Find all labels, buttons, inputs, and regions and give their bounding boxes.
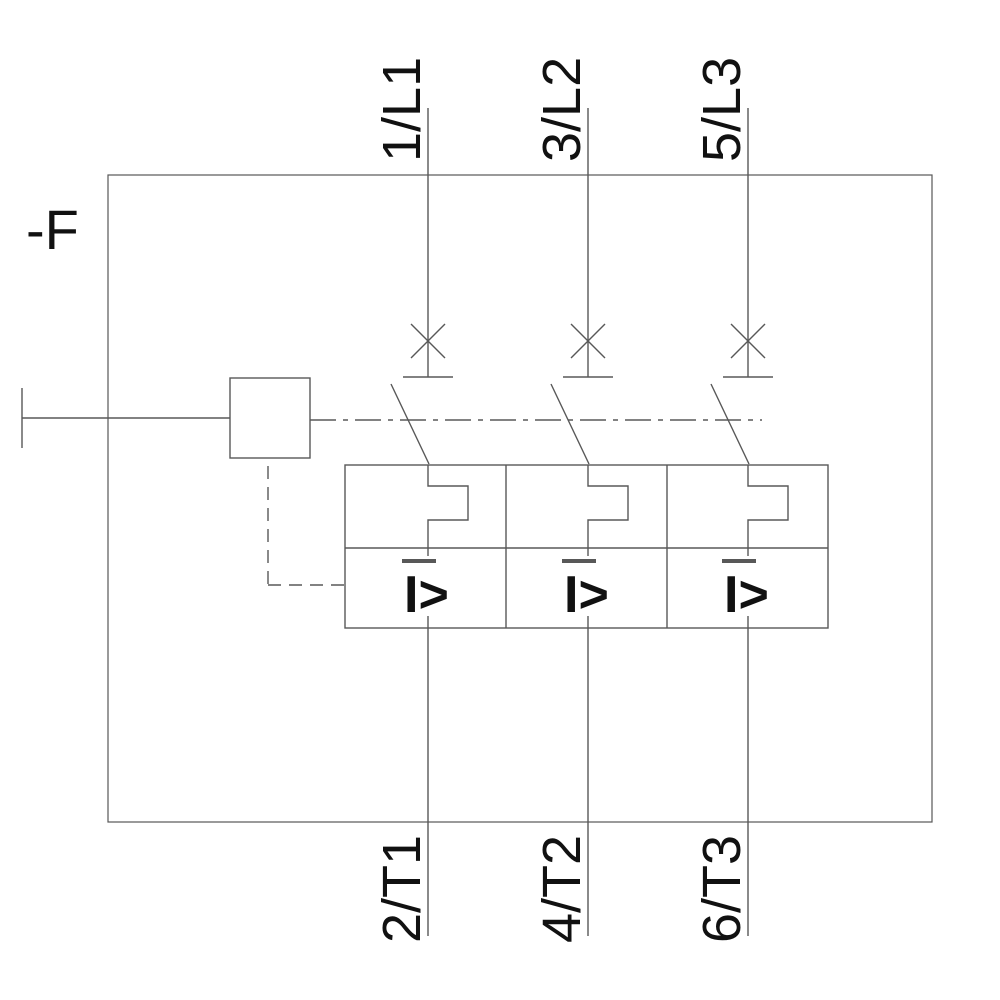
pole-1-thermal-overload-symbol — [427, 465, 469, 548]
pole-3-bottom-terminal-label: 6/T3 — [692, 835, 752, 943]
pole-2-bottom-terminal-label: 4/T2 — [532, 835, 592, 943]
pole-3-breaker-cross-icon-b — [730, 323, 766, 359]
pole-3-switch-blade — [710, 383, 750, 465]
pole-2-switch-blade — [550, 383, 590, 465]
device-enclosure-outline — [107, 174, 933, 823]
pole-3-top-terminal-label: 5/L3 — [692, 57, 752, 162]
pole-3-thermal-overload-symbol — [747, 465, 789, 548]
pole-3: I> 5/L3 6/T3 — [692, 57, 789, 943]
pole-1-switch-blade — [390, 383, 430, 465]
pole-1-bottom-terminal-label: 2/T1 — [372, 835, 432, 943]
pole-3-magnetic-trip-label: I> — [724, 566, 769, 624]
pole-2-top-terminal-label: 3/L2 — [532, 57, 592, 162]
pole-2-magnetic-trip-label: I> — [564, 566, 609, 624]
pole-1-magnetic-trip-label: I> — [404, 566, 449, 624]
pole-1: I> 1/L1 2/T1 — [372, 57, 469, 943]
pole-1-breaker-cross-icon-b — [410, 323, 446, 359]
actuator-box — [229, 377, 311, 459]
pole-1-top-terminal-label: 1/L1 — [372, 57, 432, 162]
pole-2: I> 3/L2 4/T2 — [532, 57, 629, 943]
trip-unit-block-outline — [344, 464, 829, 629]
pole-2-breaker-cross-icon-b — [570, 323, 606, 359]
device-designation-label: -F — [26, 198, 79, 261]
pole-2-thermal-overload-symbol — [587, 465, 629, 548]
